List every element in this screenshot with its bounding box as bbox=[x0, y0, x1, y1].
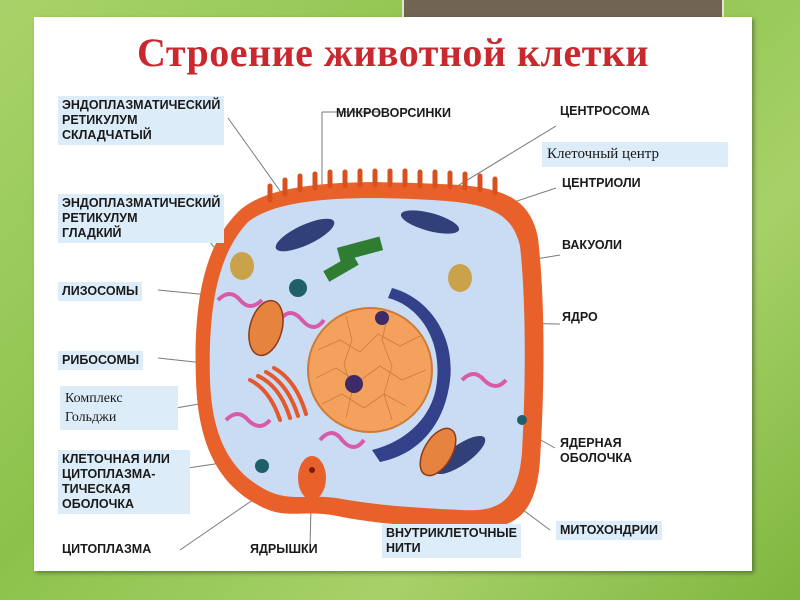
label-centrosome: ЦЕНТРОСОМА bbox=[560, 104, 650, 118]
smooth-er bbox=[216, 292, 508, 449]
label-mitochondria: МИТОХОНДРИИ bbox=[556, 521, 662, 540]
label-ribosomes: РИБОСОМЫ bbox=[58, 351, 144, 370]
golgi bbox=[248, 366, 308, 422]
label-filaments: ВНУТРИКЛЕТОЧНЫЕ НИТИ bbox=[382, 524, 521, 558]
nuclear-envelope bbox=[372, 288, 451, 462]
nucleolus-bulge bbox=[298, 456, 326, 500]
label-vacuoles: ВАКУОЛИ bbox=[562, 238, 623, 252]
label-microvilli: МИКРОВОРСИНКИ bbox=[336, 106, 452, 120]
label-nucleus: ЯДРО bbox=[562, 310, 598, 324]
label-centrioles: ЦЕНТРИОЛИ bbox=[562, 176, 641, 190]
vacuoles bbox=[230, 252, 472, 473]
label-lysosomes: ЛИЗОСОМЫ bbox=[58, 282, 143, 301]
nucleus bbox=[307, 288, 451, 462]
mitochondria bbox=[248, 299, 457, 477]
microvilli bbox=[267, 168, 498, 203]
nucleus-body bbox=[307, 307, 433, 433]
label-cell-center: Клеточный центр bbox=[542, 142, 728, 167]
nucleolus-1 bbox=[375, 311, 389, 325]
nucleolus-2 bbox=[345, 375, 363, 393]
label-golgi: Комплекс Гольджи bbox=[60, 386, 178, 430]
nuclear-pore-markers bbox=[517, 415, 527, 425]
label-er-smooth: ЭНДОПЛАЗМАТИЧЕСКИЙ РЕТИКУЛУМ ГЛАДКИЙ bbox=[58, 194, 225, 243]
label-membrane: КЛЕТОЧНАЯ ИЛИ ЦИТОПЛАЗМА- ТИЧЕСКАЯ ОБОЛО… bbox=[58, 450, 190, 514]
rough-er bbox=[275, 210, 486, 475]
label-cytoplasm: ЦИТОПЛАЗМА bbox=[62, 542, 152, 556]
slide-title: Строение животной клетки bbox=[137, 30, 649, 75]
label-nuclear-envelope: ЯДЕРНАЯ ОБОЛОЧКА bbox=[560, 436, 633, 465]
label-nucleoli: ЯДРЫШКИ bbox=[250, 542, 318, 556]
centrosome bbox=[323, 236, 384, 282]
label-er-rough: ЭНДОПЛАЗМАТИЧЕСКИЙ РЕТИКУЛУМ СКЛАДЧАТЫЙ bbox=[58, 96, 225, 145]
